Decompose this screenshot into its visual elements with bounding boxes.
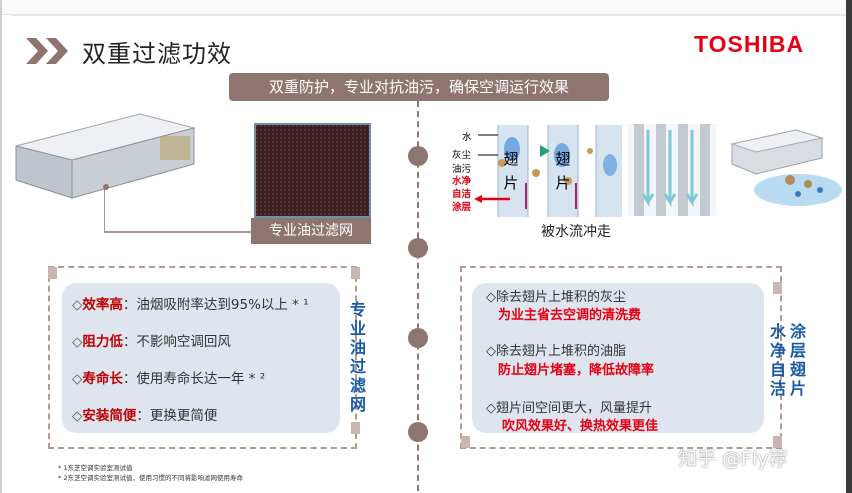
feature-installation: ◇安装简便：更换更简便	[72, 408, 218, 424]
coating-side-title: 涂层翅片	[789, 322, 806, 398]
coated-unit-image	[730, 129, 842, 206]
fin-airflow-image	[628, 124, 716, 216]
coating-feature-2-sub: 防止翅片堵塞，降低故障率	[498, 363, 655, 378]
coat-label-1: 水净	[452, 176, 472, 187]
left-edge	[0, 0, 2, 493]
coating-feature-1-sub: 为业主省去空调的清洗费	[498, 308, 642, 323]
coating-side-title-2: 水净自洁	[769, 322, 786, 398]
filter-features-box	[48, 266, 357, 449]
dust-label: 灰尘	[452, 150, 472, 161]
coating-features-panel	[472, 283, 764, 433]
fin-coating-diagram: 水 灰尘 油污 水净 自洁 涂层 翅片 翅片	[450, 125, 622, 217]
filter-features-panel	[62, 283, 340, 433]
coating-feature-3: ◇翅片间空间更大，风量提升	[486, 401, 653, 416]
connector-line	[104, 188, 252, 233]
box-corner-tab	[461, 436, 470, 448]
coat-label-2: 自洁	[452, 189, 472, 200]
watermark: 知乎 @Fly荐	[678, 448, 788, 470]
right-scrollbar[interactable]	[846, 0, 852, 493]
feature-efficiency: ◇效率高：油烟吸附率达到95%以上 * ¹	[72, 297, 309, 313]
page-title: 双重过滤功效	[82, 40, 232, 68]
oil-filter-image	[254, 123, 371, 218]
timeline-dot	[408, 238, 428, 258]
footnote-1: * 1东芝空调实验室测试值	[58, 464, 133, 472]
feature-resistance: ◇阻力低：不影响空调回风	[72, 334, 231, 350]
fin-label: 翅片	[503, 150, 519, 192]
timeline-dot	[408, 146, 428, 166]
water-label: 水	[462, 132, 472, 143]
chevron-arrows-icon	[26, 38, 68, 64]
filter-side-title: 专业油过滤网	[349, 300, 366, 414]
coating-features-box	[460, 266, 782, 449]
box-corner-tab	[773, 282, 782, 294]
feature-lifespan: ◇寿命长：使用寿命长达一年 * ²	[72, 371, 266, 387]
coating-feature-1: ◇除去翅片上堆积的灰尘	[486, 290, 627, 305]
fin-label: 翅片	[555, 150, 571, 192]
box-corner-tab	[351, 267, 360, 279]
box-corner-tab	[48, 267, 57, 279]
toshiba-logo: TOSHIBA	[694, 31, 805, 57]
filter-label: 专业油过滤网	[251, 218, 371, 244]
box-corner-tab	[351, 422, 360, 434]
box-corner-tab	[773, 436, 782, 448]
timeline-dot	[408, 422, 428, 442]
top-divider	[10, 14, 852, 16]
footnote-2: * 2东芝空调实验室测试值，使用习惯的不同将影响滤网使用寿命	[58, 474, 243, 482]
timeline-line	[417, 101, 419, 491]
ducted-ac-unit-image	[15, 113, 196, 199]
banner: 双重防护，专业对抗油污，确保空调运行效果	[229, 73, 609, 101]
timeline-dot	[408, 328, 428, 348]
oil-label: 油污	[452, 164, 472, 175]
coating-feature-2: ◇除去翅片上堆积的油脂	[486, 344, 627, 359]
coating-feature-3-sub: 吹风效果好、换热效果更佳	[502, 419, 659, 434]
coat-label-3: 涂层	[452, 202, 472, 213]
window-top-bar	[0, 0, 852, 15]
flow-caption: 被水流冲走	[541, 224, 611, 240]
